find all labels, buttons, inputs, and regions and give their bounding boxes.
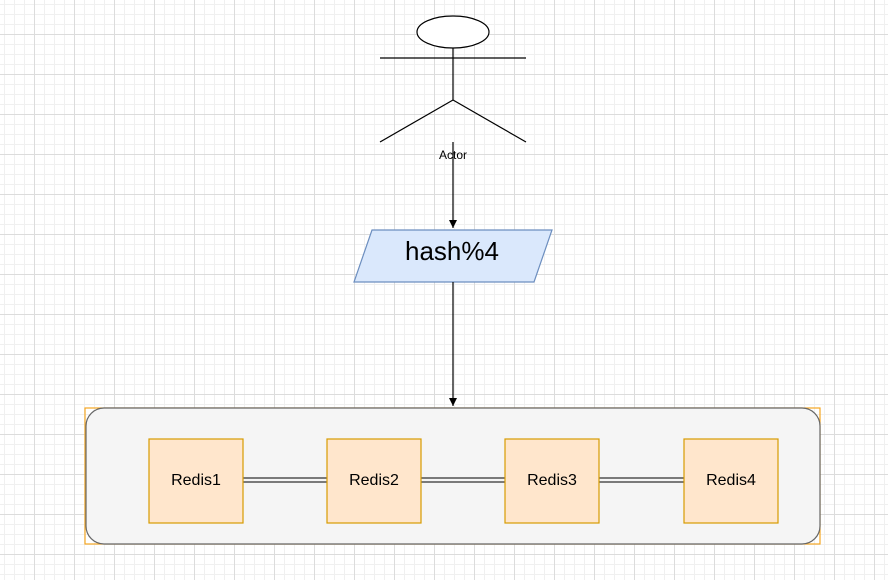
actor-right-leg [452,99,527,143]
actor-figure[interactable] [379,15,527,143]
redis-node-box-4 [683,438,779,524]
redis-node-2[interactable]: Redis2 [349,472,399,489]
redis-node-4[interactable]: Redis4 [706,472,756,489]
redis-node-box-1 [148,438,244,524]
redis-node-box-2 [326,438,422,524]
redis-node-1[interactable]: Redis1 [171,472,221,489]
process-parallelogram[interactable] [353,229,553,283]
actor-label: Actor [438,148,467,162]
redis-cluster-container[interactable] [85,407,821,545]
connector-2-3[interactable] [421,477,505,483]
connector-1-2[interactable] [243,477,327,483]
redis-node-3[interactable]: Redis3 [527,472,577,489]
actor-left-leg [379,99,454,143]
process-label: hash%4 [405,236,499,266]
redis-node-box-3 [504,438,600,524]
connector-3-4[interactable] [599,477,684,483]
actor-head [416,15,490,49]
